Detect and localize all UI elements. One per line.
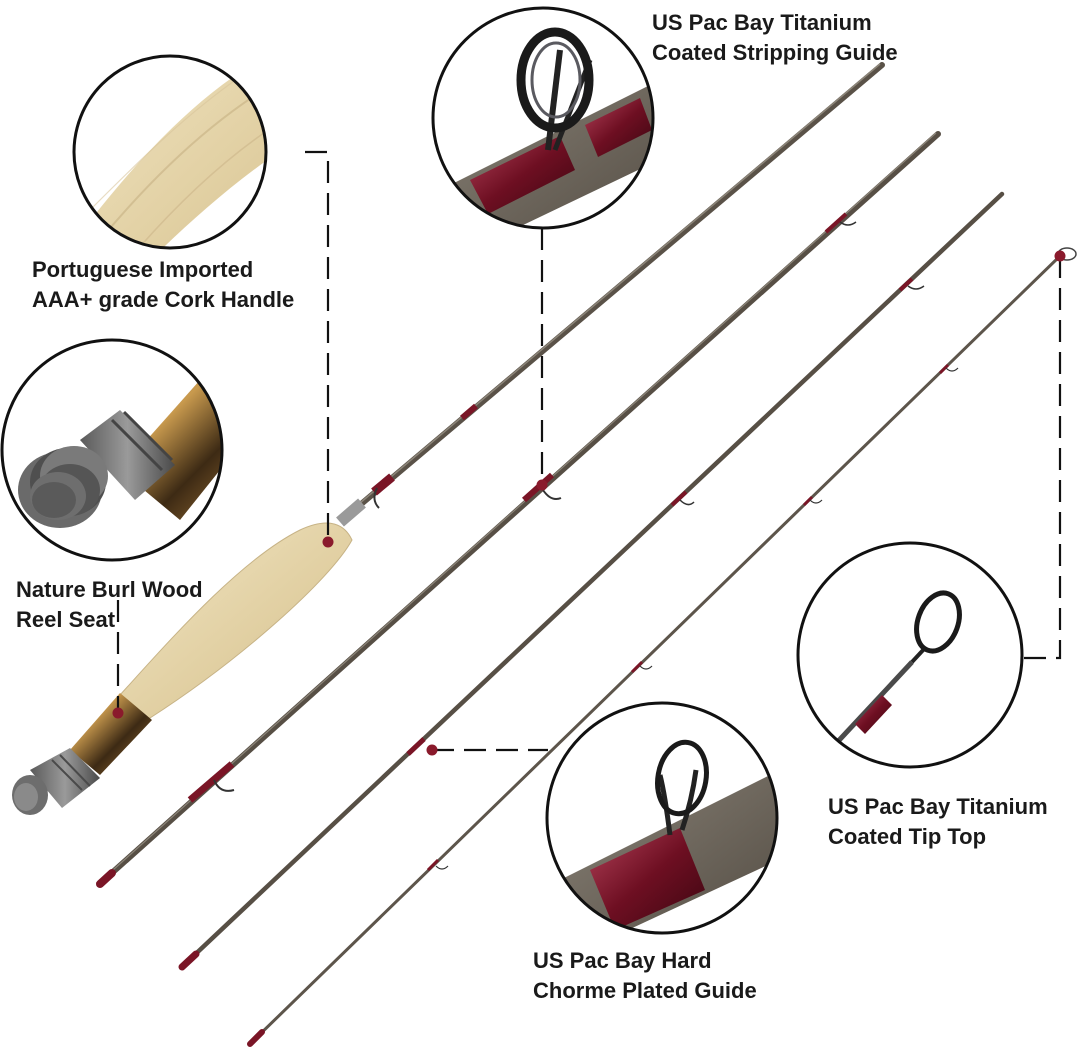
- label-stripping-guide-line2: Coated Stripping Guide: [652, 40, 898, 65]
- dot-tip: [1054, 250, 1066, 262]
- rod-section-butt: [12, 62, 885, 815]
- label-hard-guide: US Pac Bay Hard Chorme Plated Guide: [533, 946, 757, 1006]
- label-reel-seat: Nature Burl Wood Reel Seat: [16, 575, 203, 635]
- dot-cork: [322, 536, 334, 548]
- label-hard-guide-line2: Chorme Plated Guide: [533, 978, 757, 1003]
- dot-hard: [426, 744, 438, 756]
- leader-lines: [116, 150, 1062, 752]
- label-stripping-guide-line1: US Pac Bay Titanium: [652, 10, 872, 35]
- label-tip-top: US Pac Bay Titanium Coated Tip Top: [828, 792, 1048, 852]
- detail-circle-tip-top: [796, 541, 1024, 769]
- cork-handle: [119, 522, 353, 719]
- reel-seat: [70, 693, 152, 775]
- rod-section-tip: [247, 247, 1077, 1047]
- label-tip-top-line1: US Pac Bay Titanium: [828, 794, 1048, 819]
- dot-strip: [536, 479, 548, 491]
- detail-circle-hard-guide: [545, 701, 779, 935]
- label-cork-handle: Portuguese Imported AAA+ grade Cork Hand…: [32, 255, 294, 315]
- label-hard-guide-line1: US Pac Bay Hard: [533, 948, 712, 973]
- label-cork-handle-line2: AAA+ grade Cork Handle: [32, 287, 295, 312]
- rod-section-2: [96, 131, 941, 888]
- label-cork-handle-line1: Portuguese Imported: [32, 257, 254, 282]
- butt-cap: [12, 748, 100, 815]
- label-reel-seat-line2: Reel Seat: [16, 607, 116, 632]
- label-reel-seat-line1: Nature Burl Wood: [16, 577, 203, 602]
- detail-circle-reel-seat: [0, 338, 224, 562]
- dot-seat: [112, 707, 124, 719]
- rod-section-3: [178, 191, 1005, 971]
- label-tip-top-line2: Coated Tip Top: [828, 824, 987, 849]
- label-stripping-guide: US Pac Bay Titanium Coated Stripping Gui…: [652, 8, 898, 68]
- leader-dots: [112, 250, 1066, 756]
- detail-circle-stripping-guide: [431, 6, 655, 230]
